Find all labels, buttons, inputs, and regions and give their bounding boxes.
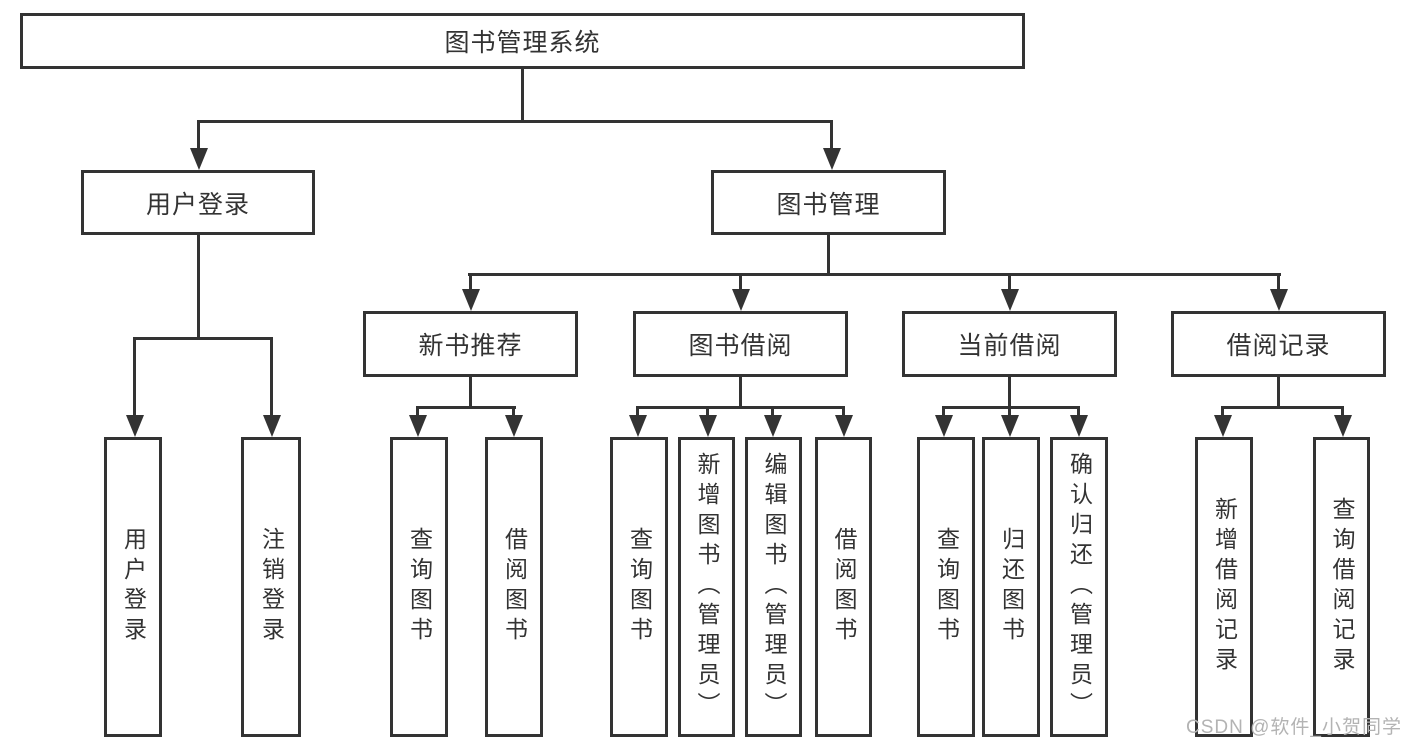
connector-segment	[512, 406, 515, 417]
arrow-down-icon	[126, 415, 144, 437]
connector-segment	[771, 406, 774, 417]
node-book-borrowing: 图书借阅	[633, 311, 848, 377]
node-library-system: 图书管理系统	[20, 13, 1025, 69]
arrow-down-icon	[732, 289, 750, 311]
node-label: 新书推荐	[418, 332, 523, 360]
connector-segment	[1341, 406, 1344, 417]
connector-segment	[636, 406, 845, 409]
connector-segment	[468, 273, 1281, 276]
connector-segment	[1221, 406, 1344, 409]
leaf-query-books-current: 查询图书	[917, 437, 975, 737]
connector-segment	[1008, 406, 1011, 417]
connector-segment	[416, 406, 516, 409]
arrow-down-icon	[764, 415, 782, 437]
connector-segment	[739, 273, 742, 291]
connector-segment	[416, 406, 419, 417]
leaf-label: 编辑图书（管理员）	[761, 452, 787, 722]
leaf-label: 查询图书	[406, 527, 433, 647]
arrow-down-icon	[505, 415, 523, 437]
leaf-label: 查询图书	[933, 527, 960, 647]
node-user-login: 用户登录	[81, 170, 315, 235]
leaf-user-login: 用户登录	[104, 437, 162, 737]
connector-segment	[469, 273, 472, 291]
csdn-watermark: CSDN @软件_小贺同学	[1186, 717, 1402, 738]
node-label: 当前借阅	[957, 332, 1062, 360]
node-label: 借阅记录	[1226, 332, 1331, 360]
leaf-return-book: 归还图书	[982, 437, 1040, 737]
arrow-down-icon	[1334, 415, 1352, 437]
connector-segment	[1008, 273, 1011, 291]
arrow-down-icon	[1070, 415, 1088, 437]
leaf-label: 新增图书（管理员）	[694, 452, 720, 722]
connector-segment	[1221, 406, 1224, 417]
leaf-label: 查询借阅记录	[1329, 497, 1355, 677]
leaf-confirm-return-admin: 确认归还（管理员）	[1050, 437, 1108, 737]
node-borrowing-records: 借阅记录	[1171, 311, 1386, 377]
leaf-query-books-borrowing: 查询图书	[610, 437, 668, 737]
leaf-borrow-books-borrowing: 借阅图书	[815, 437, 872, 737]
connector-segment	[133, 337, 136, 417]
arrow-down-icon	[409, 415, 427, 437]
connector-segment	[197, 235, 200, 337]
arrow-down-icon	[935, 415, 953, 437]
leaf-label: 确认归还（管理员）	[1066, 452, 1093, 722]
leaf-borrow-books-recommend: 借阅图书	[485, 437, 543, 737]
leaf-logout: 注销登录	[241, 437, 301, 737]
leaf-add-borrow-record: 新增借阅记录	[1195, 437, 1253, 737]
connector-segment	[942, 406, 1080, 409]
connector-segment	[1077, 406, 1080, 417]
leaf-label: 借阅图书	[501, 527, 528, 647]
arrow-down-icon	[1270, 289, 1288, 311]
connector-segment	[469, 377, 472, 406]
connector-segment	[942, 406, 945, 417]
leaf-edit-book-admin: 编辑图书（管理员）	[745, 437, 802, 737]
connector-segment	[1008, 377, 1011, 406]
leaf-label: 新增借阅记录	[1211, 497, 1238, 677]
leaf-label: 借阅图书	[831, 527, 857, 647]
connector-segment	[521, 69, 524, 120]
arrow-down-icon	[699, 415, 717, 437]
connector-segment	[133, 337, 273, 340]
connector-segment	[739, 377, 742, 406]
connector-segment	[706, 406, 709, 417]
node-new-book-recommend: 新书推荐	[363, 311, 578, 377]
node-label: 图书管理系统	[444, 29, 601, 57]
connector-segment	[636, 406, 639, 417]
connector-segment	[197, 120, 200, 150]
node-book-management: 图书管理	[711, 170, 946, 235]
leaf-label: 归还图书	[998, 527, 1025, 647]
arrow-down-icon	[190, 148, 208, 170]
leaf-query-books-recommend: 查询图书	[390, 437, 448, 737]
arrow-down-icon	[1214, 415, 1232, 437]
arrow-down-icon	[462, 289, 480, 311]
connector-segment	[197, 120, 833, 123]
leaf-query-borrow-record: 查询借阅记录	[1313, 437, 1370, 737]
leaf-label: 查询图书	[626, 527, 653, 647]
leaf-label: 用户登录	[120, 527, 147, 647]
connector-segment	[830, 120, 833, 150]
node-current-borrowing: 当前借阅	[902, 311, 1117, 377]
leaf-add-book-admin: 新增图书（管理员）	[678, 437, 735, 737]
node-label: 图书借阅	[688, 332, 793, 360]
connector-segment	[270, 337, 273, 417]
arrow-down-icon	[263, 415, 281, 437]
arrow-down-icon	[1001, 289, 1019, 311]
connector-segment	[842, 406, 845, 417]
connector-segment	[1277, 273, 1280, 291]
arrow-down-icon	[823, 148, 841, 170]
connector-segment	[1277, 377, 1280, 406]
arrow-down-icon	[1001, 415, 1019, 437]
node-label: 用户登录	[145, 190, 250, 219]
leaf-label: 注销登录	[258, 527, 285, 647]
arrow-down-icon	[629, 415, 647, 437]
connector-segment	[827, 235, 830, 273]
node-label: 图书管理	[776, 190, 881, 219]
arrow-down-icon	[835, 415, 853, 437]
